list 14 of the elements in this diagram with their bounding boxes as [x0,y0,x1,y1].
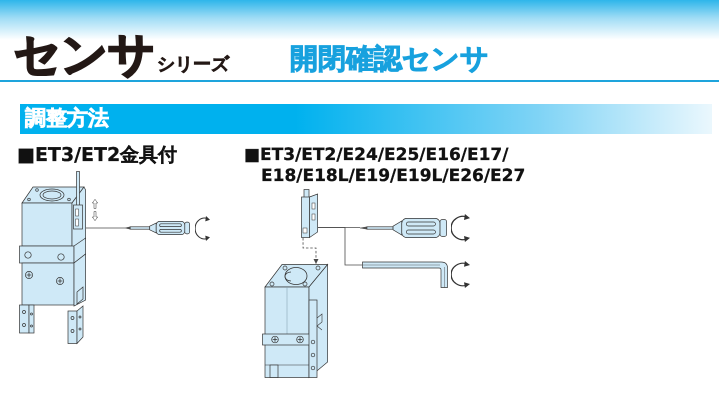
hex-wrench-drawing [362,261,448,288]
subheading: ■ET3/ET2/E24/E25/E16/E17/ E18/E18L/E19/E19L/E26/E27 [244,145,526,187]
screwdriver-drawing [360,218,447,238]
section-heading: 調整方法 [25,108,109,129]
series-title: センサ [14,31,155,77]
series-subtitle: シリーズ [157,56,229,74]
screwdriver-drawing [125,221,190,235]
product-heading: 開閉確認センサ [290,45,489,73]
sensor-drawing [301,189,318,238]
leader-line [318,227,362,266]
dashed-arrow [302,238,318,264]
gripper-drawing [262,264,328,378]
gripper-drawing [17,171,86,344]
subheading: ■ET3/ET2金具付 [17,146,178,165]
